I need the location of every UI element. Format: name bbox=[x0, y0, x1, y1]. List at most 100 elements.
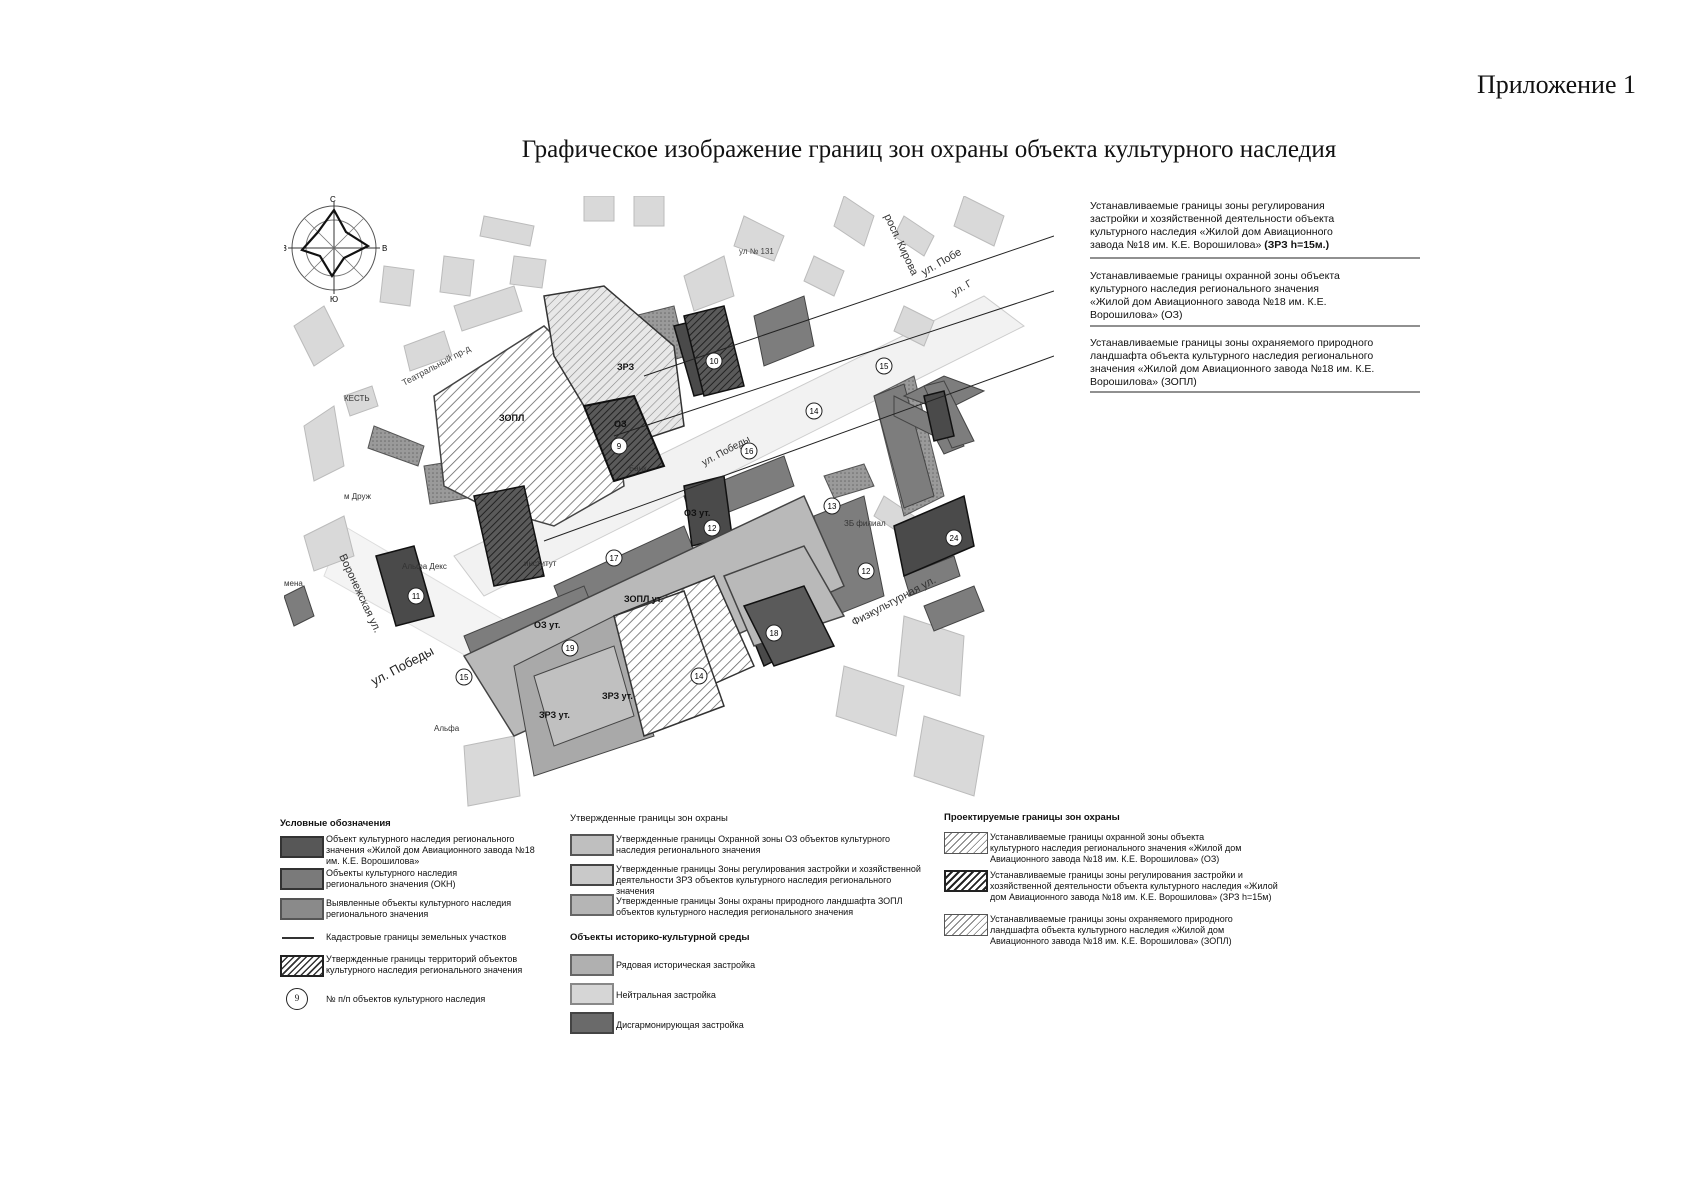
label-filial: ЗБ филиал bbox=[844, 519, 886, 528]
label-zopl: ЗОПЛ bbox=[499, 413, 524, 423]
legend-item-main-object: Объект культурного наследия региональног… bbox=[326, 834, 535, 866]
label-dom: ул № 131 bbox=[739, 247, 774, 256]
legend-item-disharmonious: Дисгармонирующая застройка bbox=[616, 1020, 744, 1030]
compass-s: Ю bbox=[330, 295, 338, 304]
heritage-marker bbox=[605, 549, 623, 567]
callout-zrz-text: Устанавливаемые границы зоны регулирован… bbox=[1090, 200, 1335, 251]
callout-zrz: Устанавливаемые границы зоны регулирован… bbox=[1090, 200, 1348, 252]
callout-zopl: Устанавливаемые границы зоны охраняемого… bbox=[1090, 337, 1375, 389]
legend-swatch-okn bbox=[280, 868, 324, 890]
street-pobedy-bottom: ул. Победы bbox=[368, 643, 436, 689]
heritage-marker-label: 12 bbox=[708, 524, 717, 533]
legend-swatch-zopl-projected bbox=[944, 914, 988, 936]
legend-swatch-zrz-approved bbox=[570, 864, 614, 886]
legend-swatch-number: 9 bbox=[286, 988, 308, 1010]
callout-oz: Устанавливаемые границы охранной зоны об… bbox=[1090, 270, 1348, 322]
heritage-marker bbox=[740, 442, 758, 460]
legend-swatch-disharmonious bbox=[570, 1012, 614, 1034]
street-g: ул. Г bbox=[950, 278, 975, 299]
label-zrz-ut-2: ЗРЗ ут. bbox=[539, 710, 570, 720]
page-title: Графическое изображение границ зон охран… bbox=[521, 136, 1337, 163]
legend-item-okn: Объекты культурного наследия регионально… bbox=[326, 868, 458, 889]
heritage-marker bbox=[857, 562, 875, 580]
label-oz: ОЗ bbox=[614, 419, 627, 429]
heritage-marker-label: 24 bbox=[950, 534, 959, 543]
compass-w: З bbox=[284, 244, 287, 253]
label-kest: КЕСТЬ bbox=[344, 394, 370, 403]
legend-swatch-zopl-approved bbox=[570, 894, 614, 916]
legend-col1-heading: Условные обозначения bbox=[280, 818, 391, 829]
callout-underlines bbox=[1090, 257, 1420, 393]
heritage-marker-label: 10 bbox=[710, 357, 719, 366]
label-oz-ut-2: ОЗ ут. bbox=[534, 620, 560, 630]
heritage-marker bbox=[703, 519, 721, 537]
heritage-marker-label: 14 bbox=[810, 407, 819, 416]
heritage-marker-label: 13 bbox=[828, 502, 837, 511]
heritage-marker bbox=[705, 352, 723, 370]
legend-swatch-main-object bbox=[280, 836, 324, 858]
heritage-marker-label: 16 bbox=[745, 447, 754, 456]
callout-oz-text: Устанавливаемые границы охранной зоны об… bbox=[1090, 270, 1340, 321]
heritage-marker bbox=[875, 357, 893, 375]
label-druzh: м Друж bbox=[344, 492, 372, 501]
heritage-marker-label: 15 bbox=[880, 362, 889, 371]
heritage-marker-label: 17 bbox=[610, 554, 619, 563]
label-zrz-ut-1: ЗРЗ ут. bbox=[602, 691, 633, 701]
legend-item-oz-approved: Утвержденные границы Охранной зоны ОЗ об… bbox=[616, 834, 891, 855]
legend-item-neutral: Нейтральная застройка bbox=[616, 990, 716, 1000]
heritage-marker bbox=[455, 668, 473, 686]
compass-rose: С Ю З В bbox=[284, 196, 387, 304]
legend-item-oz-projected: Устанавливаемые границы охранной зоны об… bbox=[990, 832, 1242, 864]
heritage-marker bbox=[945, 529, 963, 547]
heritage-marker bbox=[610, 437, 628, 455]
legend-item-ordinary: Рядовая историческая застройка bbox=[616, 960, 756, 970]
legend-item-zopl-projected: Устанавливаемые границы зоны охраняемого… bbox=[990, 914, 1233, 946]
callout-zrz-bold: (ЗРЗ h=15м.) bbox=[1264, 239, 1330, 251]
heritage-marker-label: 14 bbox=[695, 672, 704, 681]
heritage-marker-label: 12 bbox=[862, 567, 871, 576]
heritage-marker bbox=[823, 497, 841, 515]
legend-swatch-oz-projected bbox=[944, 832, 988, 854]
heritage-marker-label: 9 bbox=[617, 442, 622, 451]
heritage-marker-label: 18 bbox=[770, 629, 779, 638]
compass-n: С bbox=[330, 196, 336, 204]
label-zrz: ЗРЗ bbox=[617, 362, 635, 372]
legend-col2b-heading: Объекты историко-культурной среды bbox=[570, 932, 750, 943]
appendix-label: Приложение 1 bbox=[1476, 70, 1636, 99]
zone-map: С Ю З В bbox=[284, 196, 1054, 807]
legend-swatch-oz-approved bbox=[570, 834, 614, 856]
legend-item-cadastral: Кадастровые границы земельных участков bbox=[326, 932, 507, 942]
heritage-marker bbox=[805, 402, 823, 420]
legend-item-identified: Выявленные объекты культурного наследия … bbox=[326, 898, 512, 919]
legend-swatch-ordinary bbox=[570, 954, 614, 976]
heritage-marker bbox=[407, 587, 425, 605]
label-zopl-ut: ЗОПЛ ут. bbox=[624, 594, 663, 604]
zone-zrz bbox=[543, 285, 685, 447]
compass-e: В bbox=[382, 244, 387, 253]
legend-col2-heading: Утвержденные границы зон охраны bbox=[570, 813, 728, 824]
heritage-marker bbox=[561, 639, 579, 657]
legend-col3-heading: Проектируемые границы зон охраны bbox=[944, 812, 1120, 823]
heritage-marker-label: 11 bbox=[412, 592, 421, 601]
label-ekspo: Альфа Декс bbox=[402, 562, 447, 571]
legend-item-zrz-projected: Устанавливаемые границы зоны регулирован… bbox=[990, 870, 1278, 902]
callout-zopl-text: Устанавливаемые границы зоны охраняемого… bbox=[1090, 337, 1375, 388]
legend-item-zopl-approved: Утвержденные границы Зоны охраны природн… bbox=[616, 896, 903, 917]
legend-swatch-neutral bbox=[570, 983, 614, 1005]
heritage-marker bbox=[690, 667, 708, 685]
heritage-marker bbox=[765, 624, 783, 642]
label-instit: институт bbox=[524, 559, 557, 568]
label-bank: Банк bbox=[629, 464, 647, 473]
heritage-marker-label: 15 bbox=[460, 673, 469, 682]
zone-oz bbox=[582, 394, 666, 483]
label-mena: мена bbox=[284, 579, 303, 588]
label-oz-ut-1: ОЗ ут. bbox=[684, 508, 710, 518]
legend-item-zrz-approved: Утвержденные границы Зоны регулирования … bbox=[616, 864, 921, 896]
legend-swatch-territory bbox=[280, 955, 324, 977]
legend-swatch-zrz-projected bbox=[944, 870, 988, 892]
legend-swatch-identified bbox=[280, 898, 324, 920]
label-alfa: Альфа bbox=[434, 724, 460, 733]
legend-item-territory: Утвержденные границы территорий объектов… bbox=[326, 954, 523, 975]
legend-item-number: № п/п объектов культурного наследия bbox=[326, 994, 486, 1004]
legend-swatch-cadastral bbox=[282, 937, 314, 939]
